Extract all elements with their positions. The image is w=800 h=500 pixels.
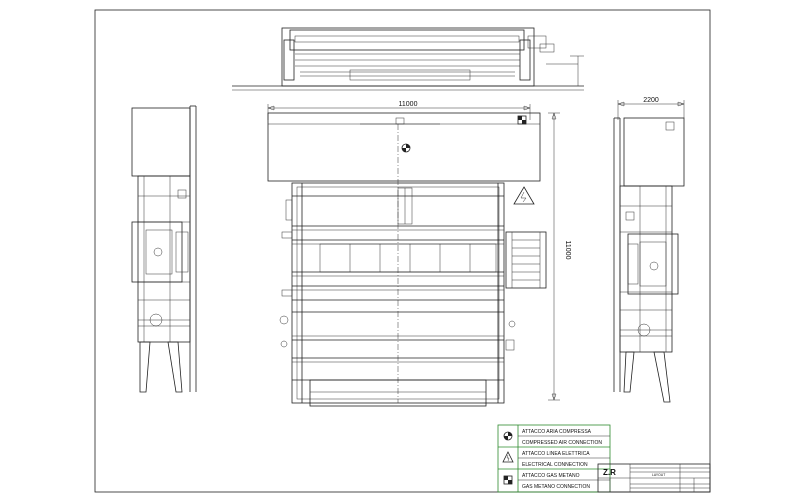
legend-frame [497, 424, 611, 493]
dimension-side-width: 2200 [643, 97, 659, 104]
electrical-icon [502, 451, 514, 463]
title-block [597, 463, 711, 493]
dimension-right-height: 11000 [564, 241, 571, 260]
right-side-view [613, 100, 685, 403]
legend-row-5: ATTACCO GAS METANO [522, 473, 580, 479]
legend-row-3: ATTACCO LINEA ELETTRICA [522, 451, 590, 457]
sheet-border [94, 9, 711, 493]
left-side-view [131, 105, 197, 393]
compressed-air-icon [503, 431, 513, 441]
legend [497, 424, 611, 493]
gas-icon [503, 475, 513, 485]
legend-row-6: GAS METANO CONNECTION [522, 484, 590, 490]
legend-row-2: COMPRESSED AIR CONNECTION [522, 440, 602, 446]
legend-row-4: ELECTRICAL CONNECTION [522, 462, 588, 468]
legend-row-1: ATTACCO ARIA COMPRESSA [522, 429, 592, 435]
top-elevation-view [232, 27, 584, 91]
dimension-top-width: 11000 [399, 101, 418, 108]
main-plan-view [267, 104, 560, 407]
title-block-drawing-name: LAYOUT [652, 473, 665, 477]
title-block-logo: Z.R [603, 468, 616, 477]
